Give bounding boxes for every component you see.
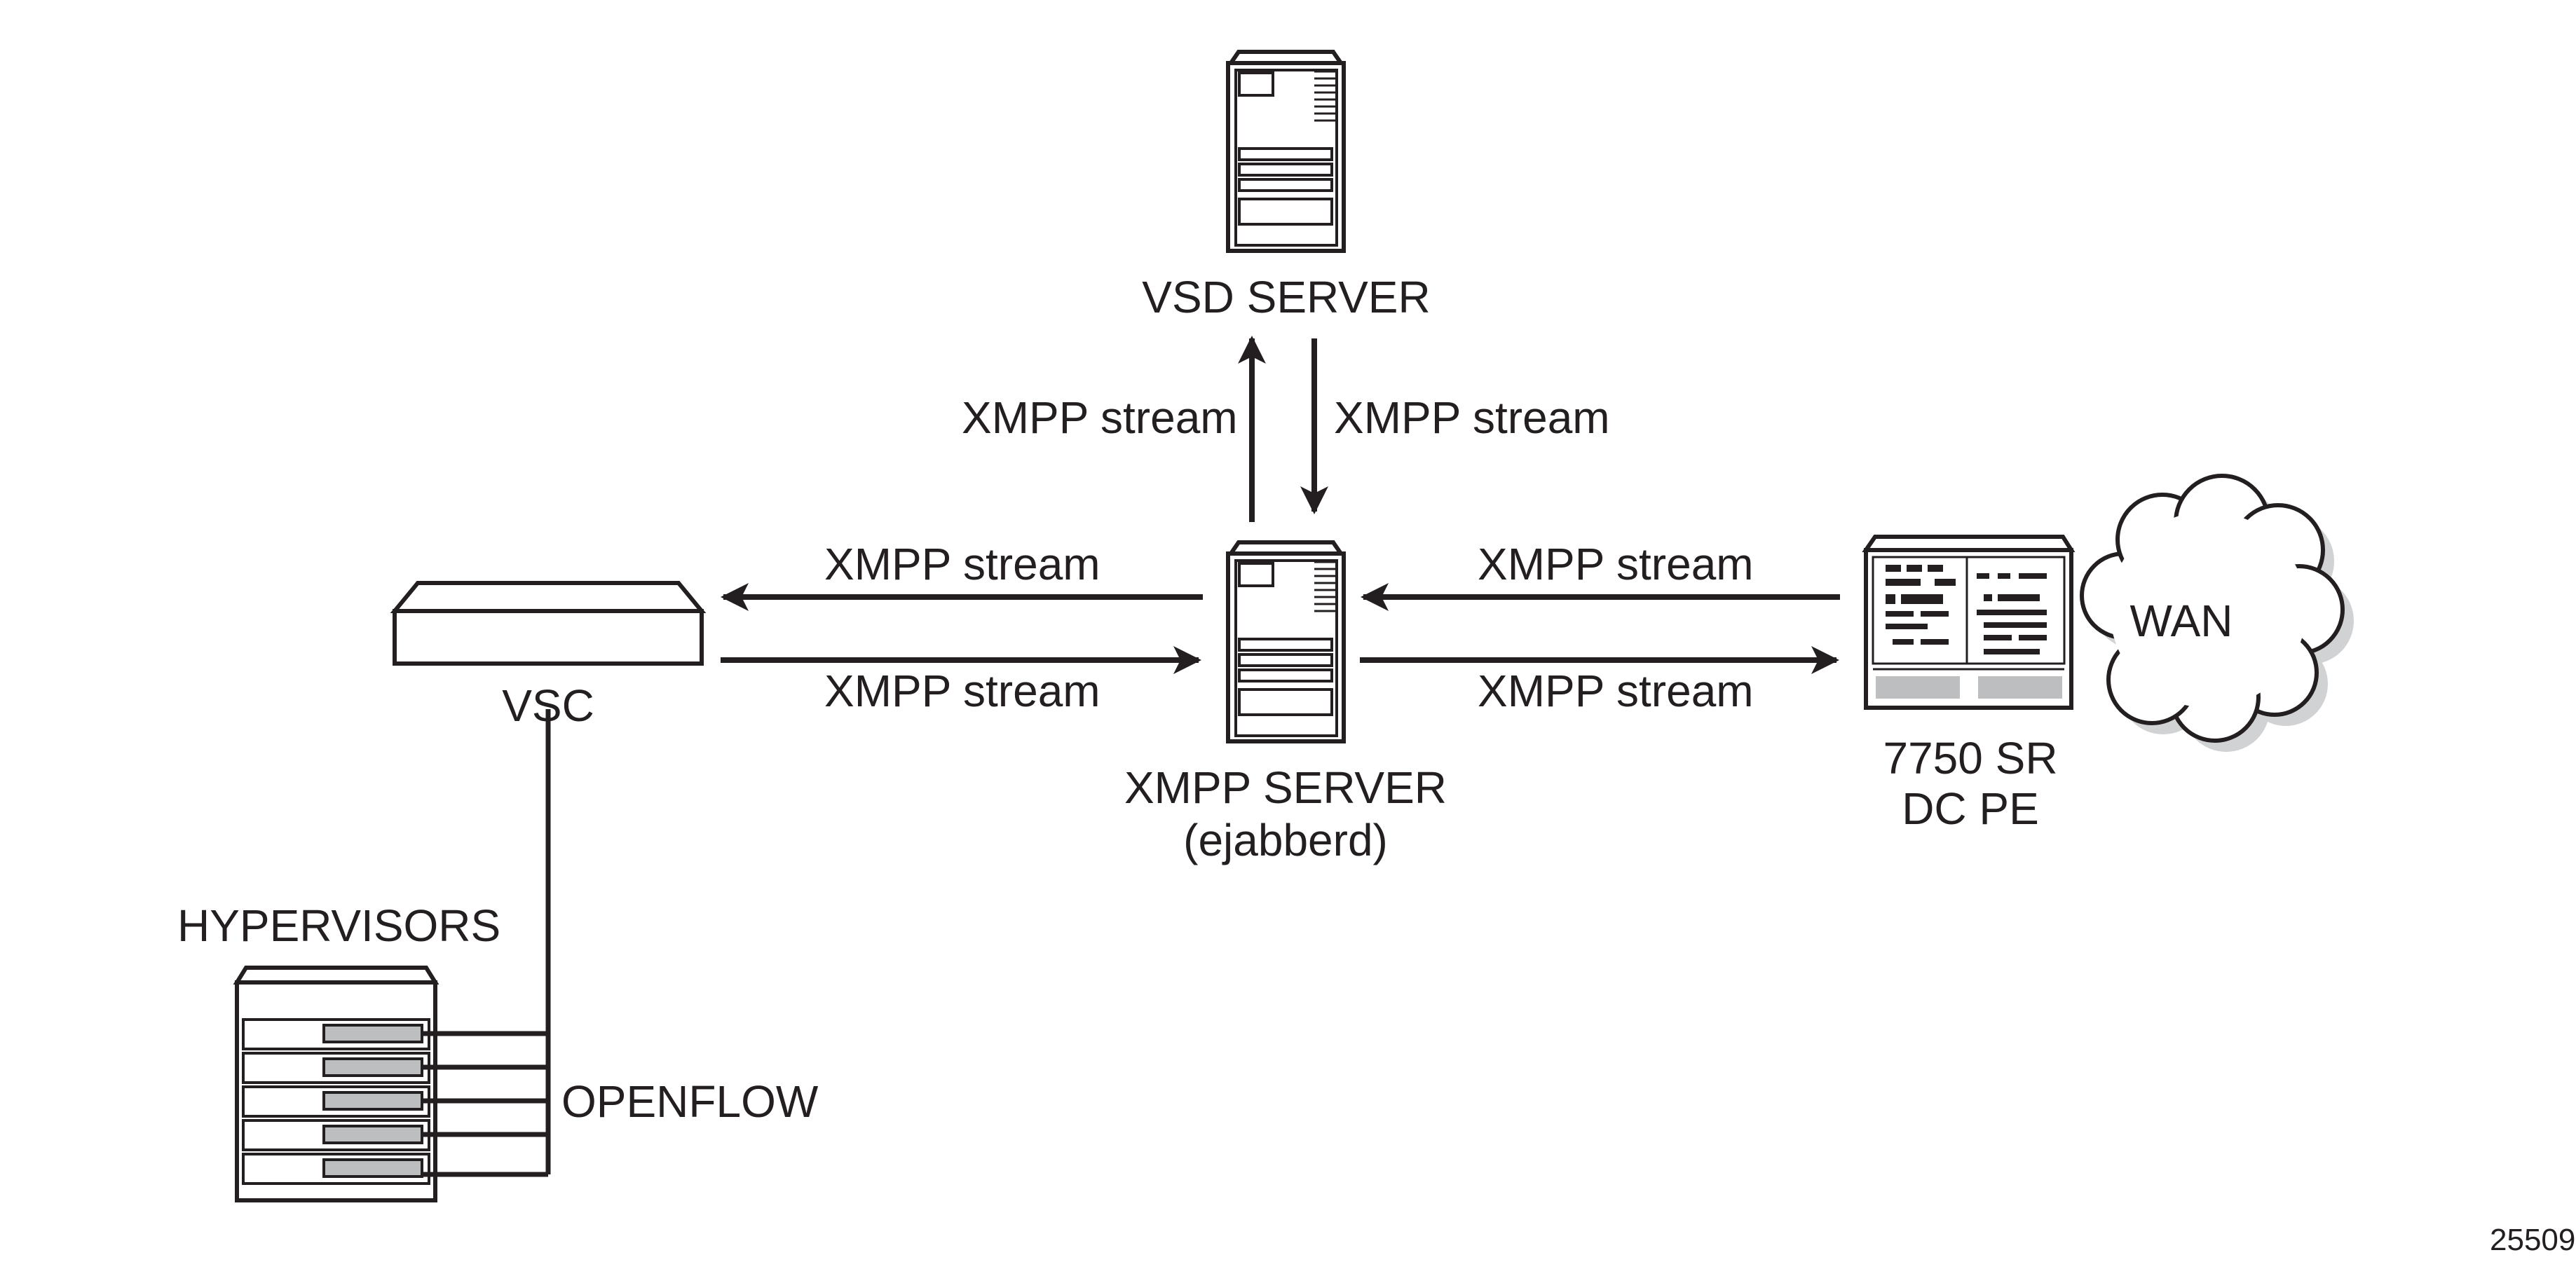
hypervisors-label: HYPERVISORS <box>177 900 501 951</box>
link-label-vsc-to-xmpp: XMPP stream <box>824 666 1100 716</box>
figure-id: 25509 <box>2490 1223 2576 1257</box>
xmpp-server-icon <box>1226 540 1346 743</box>
router-sublabel: DC PE <box>1902 783 2039 834</box>
xmpp-server-sublabel: (ejabberd) <box>1183 815 1388 865</box>
link-label-vsd-to-xmpp: XMPP stream <box>1334 392 1610 443</box>
openflow-connection <box>422 709 551 1177</box>
vsc-label: VSC <box>502 680 594 731</box>
link-label-xmpp-to-router: XMPP stream <box>1478 666 1754 716</box>
vsd-server-icon <box>1226 50 1346 253</box>
link-label-xmpp-to-vsd: XMPP stream <box>962 392 1238 443</box>
router-icon <box>1862 535 2076 710</box>
wan-cloud-icon <box>2080 474 2354 752</box>
link-label-router-to-xmpp: XMPP stream <box>1478 539 1754 589</box>
vsd-server-label: VSD SERVER <box>1142 272 1431 322</box>
openflow-label: OPENFLOW <box>561 1076 819 1127</box>
xmpp-server-label: XMPP SERVER <box>1124 762 1447 813</box>
link-label-xmpp-to-vsc: XMPP stream <box>824 539 1100 589</box>
hypervisors-rack-icon <box>233 966 439 1202</box>
vsc-icon <box>390 581 707 666</box>
router-label: 7750 SR <box>1883 733 2058 783</box>
wan-label: WAN <box>2129 596 2233 646</box>
